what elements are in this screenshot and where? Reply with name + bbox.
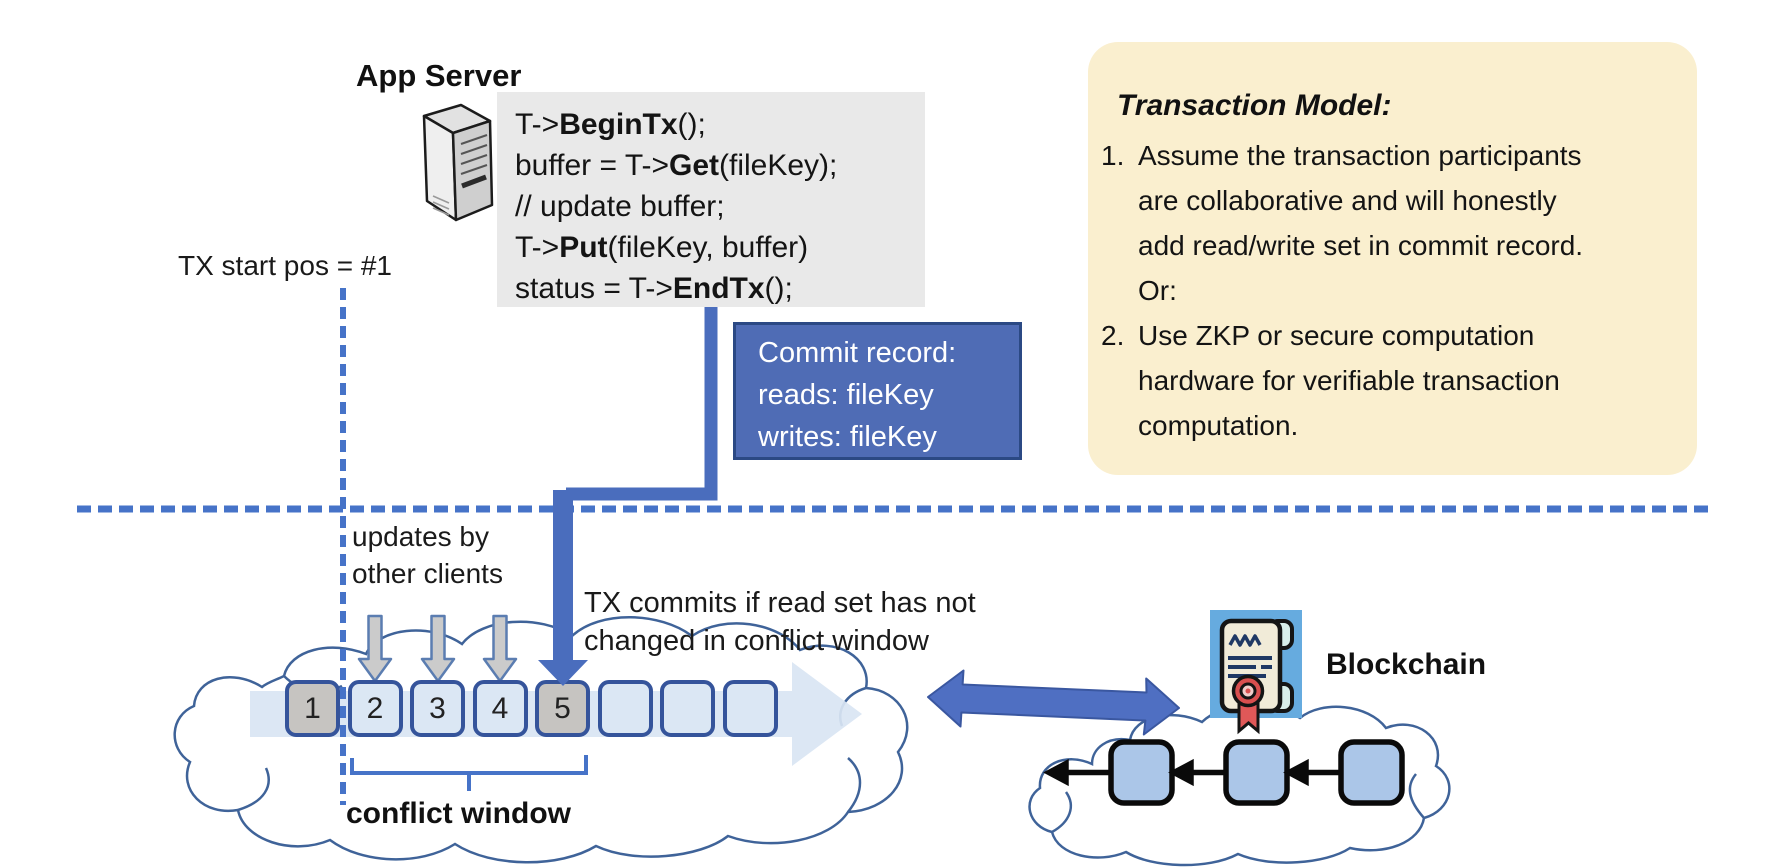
commit-note-line2: changed in conflict window xyxy=(584,625,929,657)
commit-record-reads: reads: fileKey xyxy=(758,379,934,411)
commit-record-title: Commit record: xyxy=(758,337,957,369)
item-text: Use ZKP or secure computation hardware f… xyxy=(1138,320,1568,441)
timeline-block-1: 1 xyxy=(285,680,340,737)
code-line: T->Put(fileKey, buffer) xyxy=(515,231,809,264)
gray-down-arrow-icon xyxy=(482,614,518,683)
commit-record-writes: writes: fileKey xyxy=(758,421,937,453)
commit-record-box: Commit record: reads: fileKey writes: fi… xyxy=(733,322,1022,460)
blockchain-block xyxy=(1223,739,1290,806)
block-label: 5 xyxy=(554,691,571,725)
timeline-block-7 xyxy=(660,680,715,737)
transaction-model-title: Transaction Model: xyxy=(1117,89,1392,122)
block-label: 1 xyxy=(304,691,321,725)
app-server-title: App Server xyxy=(356,58,522,93)
sync-double-arrow-icon xyxy=(927,669,1180,736)
tx-start-label: TX start pos = #1 xyxy=(178,250,392,281)
timeline-block-2: 2 xyxy=(347,680,403,737)
code-line: // update buffer; xyxy=(515,190,725,223)
code-line: buffer = T->Get(fileKey); xyxy=(515,149,838,182)
block-label: 2 xyxy=(366,691,384,725)
gray-down-arrow-icon xyxy=(420,614,456,683)
item-number: 1. xyxy=(1101,140,1125,171)
server-icon xyxy=(422,103,494,222)
block-label: 4 xyxy=(491,691,509,725)
timeline-block-8 xyxy=(722,680,778,737)
timeline-block-4: 4 xyxy=(472,680,528,737)
certificate-icon xyxy=(1210,610,1302,735)
blockchain-block xyxy=(1108,739,1175,806)
timeline-block-3: 3 xyxy=(410,680,465,737)
commit-note-line1: TX commits if read set has not xyxy=(584,587,976,619)
item-number: 2. xyxy=(1101,320,1125,351)
timeline-block-6 xyxy=(597,680,653,737)
blockchain-label: Blockchain xyxy=(1326,648,1487,681)
updates-line2: other clients xyxy=(352,558,503,589)
item-text: Assume the transaction participants are … xyxy=(1138,140,1599,306)
transaction-model-list: 1. Assume the transaction participants a… xyxy=(1100,133,1697,448)
transaction-model-item: 2. Use ZKP or secure computation hardwar… xyxy=(1100,313,1697,448)
conflict-window-label: conflict window xyxy=(346,797,571,830)
timeline-block-5: 5 xyxy=(535,680,590,737)
timeline-blocks: 1 2 3 4 5 xyxy=(285,680,778,737)
code-line: T->BeginTx(); xyxy=(515,108,706,141)
commit-note: TX commits if read set has not changed i… xyxy=(584,584,976,660)
transaction-model-item: 1. Assume the transaction participants a… xyxy=(1100,133,1697,313)
transaction-model-panel: Transaction Model: 1. Assume the transac… xyxy=(1088,42,1697,475)
code-snippet: T->BeginTx(); buffer = T->Get(fileKey); … xyxy=(497,92,925,307)
code-line: status = T->EndTx(); xyxy=(515,272,793,305)
updates-by-label: updates by other clients xyxy=(352,518,503,592)
gray-down-arrow-icon xyxy=(357,614,393,683)
blockchain-block xyxy=(1338,739,1405,806)
chain-link-arrows xyxy=(1043,758,1341,787)
update-arrows xyxy=(357,614,518,683)
block-label: 3 xyxy=(429,691,446,725)
updates-line1: updates by xyxy=(352,521,489,552)
blockchain-chain xyxy=(1043,739,1405,806)
